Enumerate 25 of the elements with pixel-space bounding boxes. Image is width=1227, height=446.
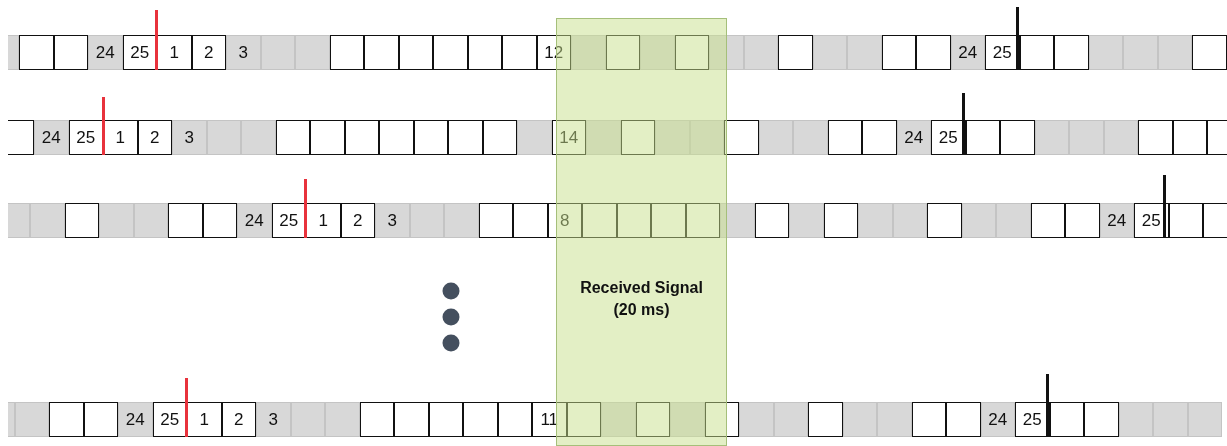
numbered-slot: 2	[191, 35, 226, 70]
numbered-slot: 24	[896, 120, 931, 155]
numbered-slot: 11	[532, 402, 567, 437]
numbered-slot: 24	[118, 402, 153, 437]
window-label: Received Signal (20 ms)	[579, 278, 704, 321]
numbered-slot: 8	[547, 203, 582, 238]
numbered-slot: 3	[226, 35, 261, 70]
numbered-slot: 24	[237, 203, 272, 238]
numbered-slot: 25	[1134, 203, 1169, 238]
numbered-slot: 24	[1099, 203, 1134, 238]
numbered-slot: 3	[375, 203, 410, 238]
numbered-slot: 1	[306, 203, 341, 238]
numbered-slot: 14	[551, 120, 586, 155]
numbered-slot: 24	[34, 120, 69, 155]
numbered-slot: 3	[172, 120, 207, 155]
numbered-slot: 1	[187, 402, 222, 437]
numbered-slot: 2	[340, 203, 375, 238]
numbered-slot: 24	[88, 35, 123, 70]
numbered-slot: 1	[157, 35, 192, 70]
numbered-slot: 24	[980, 402, 1015, 437]
numbered-slot: 24	[950, 35, 985, 70]
numbered-slot: 3	[256, 402, 291, 437]
numbered-slot: 1	[103, 120, 138, 155]
numbered-slot: 2	[137, 120, 172, 155]
numbered-slot: 2	[221, 402, 256, 437]
